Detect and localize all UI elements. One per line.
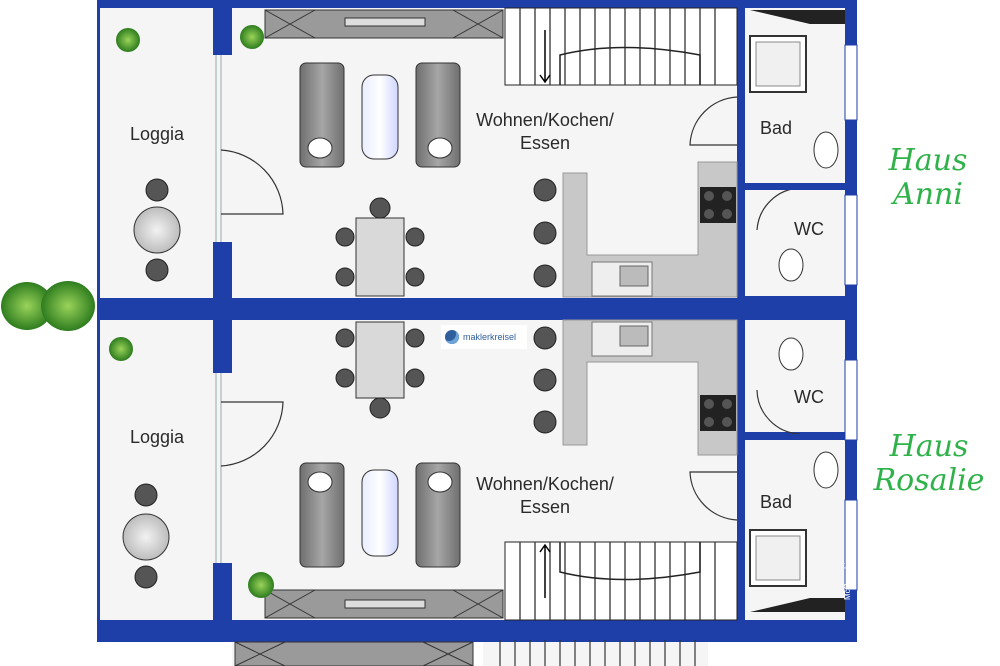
bottom-wc-label: WC	[794, 387, 824, 407]
bottom-wc-door	[756, 389, 801, 435]
lower-stairs	[499, 640, 696, 666]
top-loggia-table	[133, 178, 181, 282]
top-armchairs	[299, 62, 461, 168]
house-rosalie-line1: Haus	[889, 429, 969, 464]
credit-text: McGrundriss	[843, 554, 852, 600]
lower-stair-floor	[483, 640, 708, 666]
house-rosalie-line2: Rosalie	[873, 463, 985, 498]
right-windows	[844, 44, 858, 591]
top-living-label-line1: Wohnen/Kochen/	[476, 110, 614, 130]
top-dining-table	[335, 197, 425, 297]
top-loggia-door	[220, 149, 284, 215]
top-loggia-floor	[100, 8, 213, 298]
plant-icons	[109, 25, 274, 598]
bottom-wc-toilet	[778, 337, 804, 371]
bottom-bath-door	[689, 471, 738, 521]
top-loggia-label: Loggia	[130, 124, 185, 144]
bottom-living-label-line2: Essen	[519, 497, 571, 517]
logo-text: maklerkreisel	[463, 332, 517, 342]
top-cooktop	[700, 187, 736, 223]
logo-icon	[445, 330, 459, 344]
house-anni-line1: Haus	[888, 143, 968, 178]
bottom-stairs	[504, 541, 738, 621]
bottom-loggia-door	[220, 401, 284, 467]
house-anni-line2: Anni	[893, 177, 963, 212]
top-coffee-table	[361, 74, 399, 160]
bottom-living-label-line1: Wohnen/Kochen/	[476, 474, 614, 494]
lower-wall	[97, 636, 857, 642]
top-bath-door	[689, 96, 738, 146]
top-stairs	[504, 7, 738, 86]
bottom-sideboard	[264, 589, 504, 619]
top-bath-fixtures	[749, 10, 845, 169]
top-sideboard	[264, 9, 504, 39]
top-wc-toilet	[778, 248, 804, 282]
bottom-wc-floor	[745, 320, 845, 432]
bottom-bath-fixtures	[749, 451, 845, 612]
top-wc-label: WC	[794, 219, 824, 239]
top-living-label: Wohnen/Kochen/ Essen	[462, 109, 628, 155]
bar-stools	[533, 178, 557, 434]
bottom-coffee-table	[361, 469, 399, 557]
maklerkreisel-logo: maklerkreisel	[441, 325, 527, 349]
bottom-armchairs	[299, 462, 461, 568]
top-bath-label: Bad	[760, 118, 793, 138]
bottom-loggia-table	[122, 483, 170, 589]
bottom-cooktop	[700, 395, 736, 431]
bottom-loggia-label: Loggia	[130, 427, 185, 447]
top-loggia-opening	[212, 55, 234, 242]
bottom-living-label: Wohnen/Kochen/ Essen	[462, 473, 628, 519]
house-anni-label: Haus Anni	[868, 144, 988, 212]
house-rosalie-label: Haus Rosalie	[862, 430, 996, 498]
hedge-shrub	[1, 281, 95, 331]
bottom-bath-label: Bad	[760, 492, 793, 512]
lower-sideboard	[234, 641, 474, 666]
bottom-dining-table	[335, 321, 425, 419]
top-living-label-line2: Essen	[519, 133, 571, 153]
bottom-loggia-opening	[212, 373, 234, 563]
bottom-loggia-floor	[100, 320, 213, 620]
